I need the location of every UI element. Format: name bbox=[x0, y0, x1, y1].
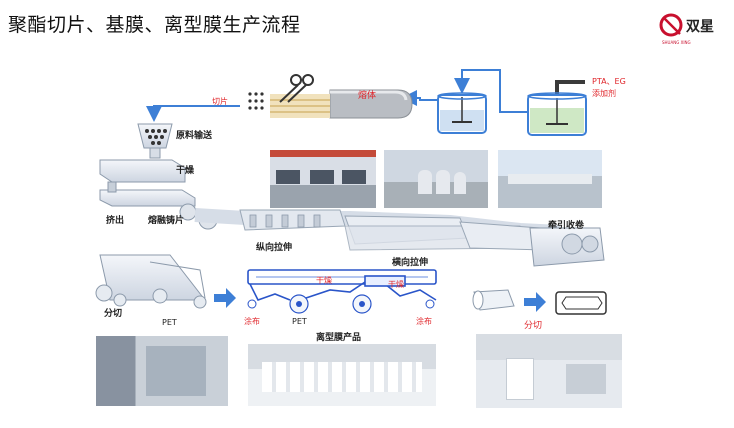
brand-logo: 双星 SHUANG XING bbox=[658, 8, 726, 48]
coating-rolls bbox=[247, 294, 435, 314]
team-photo bbox=[248, 344, 436, 406]
storage-tanks-photo bbox=[384, 150, 488, 208]
factory-photo bbox=[498, 150, 602, 208]
coating-line bbox=[247, 269, 437, 301]
reactor-tank-green bbox=[527, 92, 587, 136]
pta-eg-label: PTA、EG bbox=[592, 77, 626, 86]
drying-label: 干燥 bbox=[176, 166, 195, 176]
film-roll bbox=[472, 289, 515, 311]
dry-label-3: 干燥 bbox=[388, 280, 404, 289]
pelletizer bbox=[248, 74, 330, 118]
extrusion-label: 挤出 bbox=[106, 216, 125, 226]
reactor-tank-blue bbox=[437, 92, 487, 134]
logo-brand-text: 双星 bbox=[686, 19, 714, 35]
page-title: 聚酯切片、基膜、离型膜生产流程 bbox=[8, 14, 301, 36]
slitting-machine bbox=[95, 254, 207, 309]
coating-label-left: 涂布 bbox=[244, 317, 260, 326]
control-room-photo bbox=[270, 150, 376, 208]
film-stretch-line bbox=[194, 208, 605, 267]
dryer-extruder bbox=[99, 159, 218, 230]
cleanroom-machine-photo bbox=[96, 336, 228, 406]
md-stretch-label: 纵向拉伸 bbox=[256, 243, 293, 253]
winder bbox=[529, 227, 605, 267]
dry-label-2: 干燥 bbox=[316, 276, 332, 285]
raw-feed-label: 原料输送 bbox=[176, 131, 213, 141]
coating-label-right: 涂布 bbox=[416, 317, 432, 326]
pet-label-left: PET bbox=[162, 318, 177, 327]
release-product-label: 离型膜产品 bbox=[316, 333, 362, 343]
additive-label: 添加剂 bbox=[592, 89, 616, 98]
winding-label: 牵引收卷 bbox=[548, 221, 585, 231]
slitting-workshop-photo bbox=[476, 334, 622, 408]
pet-label-center: PET bbox=[292, 317, 307, 326]
tank-connection-arrows bbox=[401, 69, 528, 113]
scissors-icon bbox=[279, 74, 314, 103]
slit-product-icon bbox=[555, 291, 607, 315]
logo-sub-text: SHUANG XING bbox=[662, 40, 691, 45]
melt-pipe bbox=[329, 89, 413, 119]
slitting-label: 分切 bbox=[104, 309, 123, 319]
chips-label: 切片 bbox=[212, 97, 228, 106]
chips-feed-arrow bbox=[146, 105, 240, 122]
casting-label: 熔融铸片 bbox=[148, 216, 185, 226]
slitting-label-2: 分切 bbox=[524, 321, 543, 331]
chip-dots bbox=[248, 92, 264, 110]
flow-arrow-2 bbox=[524, 292, 546, 312]
flow-arrow-1 bbox=[214, 288, 236, 308]
melt-label: 熔体 bbox=[358, 91, 377, 101]
raw-material-hopper bbox=[137, 123, 173, 159]
td-stretch-label: 横向拉伸 bbox=[392, 258, 429, 268]
